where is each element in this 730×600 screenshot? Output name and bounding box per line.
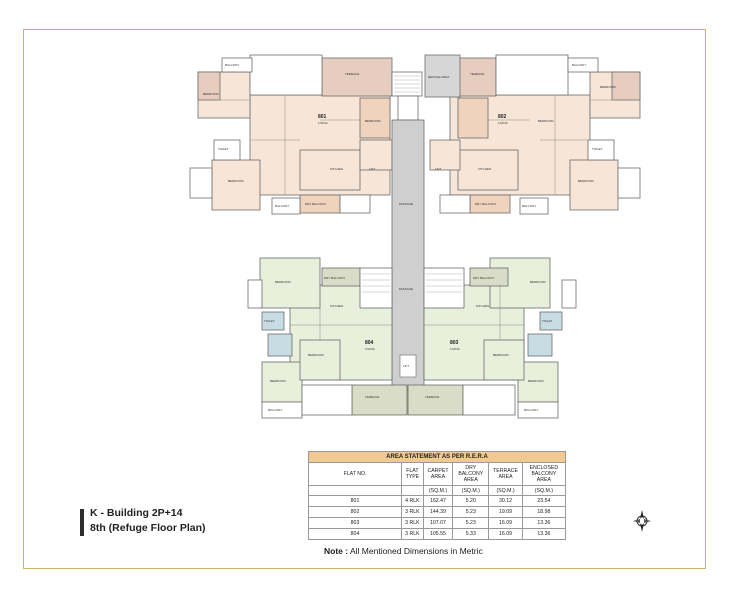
label-flat-802: 802 <box>498 114 507 120</box>
drawing-frame <box>23 29 706 569</box>
col-carpet-area: CARPET AREA <box>422 462 454 486</box>
svg-text:DRY BALCONY: DRY BALCONY <box>473 276 494 280</box>
svg-text:BALCONY: BALCONY <box>225 63 239 67</box>
svg-text:BEDROOM: BEDROOM <box>493 353 509 357</box>
note-text: All Mentioned Dimensions in Metric <box>348 546 483 556</box>
label-flat-804: 804 <box>365 340 374 346</box>
svg-text:BALCONY: BALCONY <box>275 204 289 208</box>
title-accent-bar <box>80 509 84 536</box>
central-passage <box>391 119 425 391</box>
svg-text:BEDROOM: BEDROOM <box>530 280 546 284</box>
svg-text:BEDROOM: BEDROOM <box>275 280 291 284</box>
svg-text:BEDROOM: BEDROOM <box>308 353 324 357</box>
svg-text:TERRACE: TERRACE <box>345 72 359 76</box>
label-flat-801: 801 <box>318 114 327 120</box>
table-heading: AREA STATEMENT AS PER R.E.R.A <box>308 451 566 463</box>
svg-text:BEDROOM: BEDROOM <box>203 92 219 96</box>
svg-text:LIVING: LIVING <box>498 121 509 125</box>
lower-wing <box>247 257 577 419</box>
svg-text:TERRACE: TERRACE <box>425 395 439 399</box>
svg-text:LIVING: LIVING <box>365 347 376 351</box>
svg-text:BEDROOM: BEDROOM <box>228 179 244 183</box>
svg-text:DRY BALCONY: DRY BALCONY <box>324 276 345 280</box>
svg-text:BEDROOM: BEDROOM <box>538 119 554 123</box>
area-statement-table: AREA STATEMENT AS PER R.E.R.A FLAT NO. F… <box>308 451 567 540</box>
svg-text:LIVING: LIVING <box>318 121 329 125</box>
svg-text:BEDROOM: BEDROOM <box>528 379 544 383</box>
svg-text:KITCHEN: KITCHEN <box>476 304 489 308</box>
svg-text:LIFT: LIFT <box>435 167 441 171</box>
svg-text:TERRACE: TERRACE <box>470 72 484 76</box>
svg-text:BALCONY: BALCONY <box>268 408 282 412</box>
svg-text:DRY BALCONY: DRY BALCONY <box>475 202 496 206</box>
label-flat-803: 803 <box>450 340 459 346</box>
col-dry-balcony: DRY BALCONY AREA <box>452 462 490 486</box>
col-enclosed-balcony: ENCLOSED BALCONY AREA <box>521 462 567 486</box>
svg-text:TOILET: TOILET <box>264 319 275 323</box>
dimension-note: Note : All Mentioned Dimensions in Metri… <box>324 546 483 556</box>
svg-text:BALCONY: BALCONY <box>522 204 536 208</box>
svg-text:TOILET: TOILET <box>592 147 603 151</box>
refuge-area <box>424 54 461 98</box>
svg-text:KITCHEN: KITCHEN <box>478 167 491 171</box>
svg-text:BEDROOM: BEDROOM <box>600 85 616 89</box>
svg-text:BALCONY: BALCONY <box>524 408 538 412</box>
svg-text:DRY BALCONY: DRY BALCONY <box>305 202 326 206</box>
svg-text:TERRACE: TERRACE <box>365 395 379 399</box>
svg-text:LIFT: LIFT <box>403 364 409 368</box>
svg-text:BEDROOM: BEDROOM <box>578 179 594 183</box>
building-title: K - Building 2P+14 <box>90 507 183 519</box>
svg-text:PASSAGE: PASSAGE <box>399 287 413 291</box>
floor-title: 8th (Refuge Floor Plan) <box>90 522 206 534</box>
svg-text:KITCHEN: KITCHEN <box>330 167 343 171</box>
note-label: Note : <box>324 546 349 556</box>
svg-text:LIFT: LIFT <box>369 167 375 171</box>
terrace-804 <box>351 384 408 416</box>
svg-text:TOILET: TOILET <box>542 319 553 323</box>
svg-text:PASSAGE: PASSAGE <box>399 202 413 206</box>
col-flat-no: FLAT NO. <box>308 462 402 486</box>
svg-text:BALCONY: BALCONY <box>572 63 586 67</box>
terrace-801 <box>321 57 393 97</box>
svg-text:TOILET: TOILET <box>218 147 229 151</box>
col-flat-type: FLAT TYPE <box>401 462 424 486</box>
compass-icon <box>633 510 651 532</box>
svg-text:LIVING: LIVING <box>450 347 461 351</box>
svg-text:KITCHEN: KITCHEN <box>330 304 343 308</box>
svg-text:BEDROOM: BEDROOM <box>270 379 286 383</box>
label-refuge-area: REFUGE AREA <box>428 75 449 79</box>
col-terrace: TERRACE AREA <box>488 462 523 486</box>
svg-text:BEDROOM: BEDROOM <box>365 119 381 123</box>
terrace-802 <box>457 57 497 97</box>
terrace-803 <box>407 384 464 416</box>
